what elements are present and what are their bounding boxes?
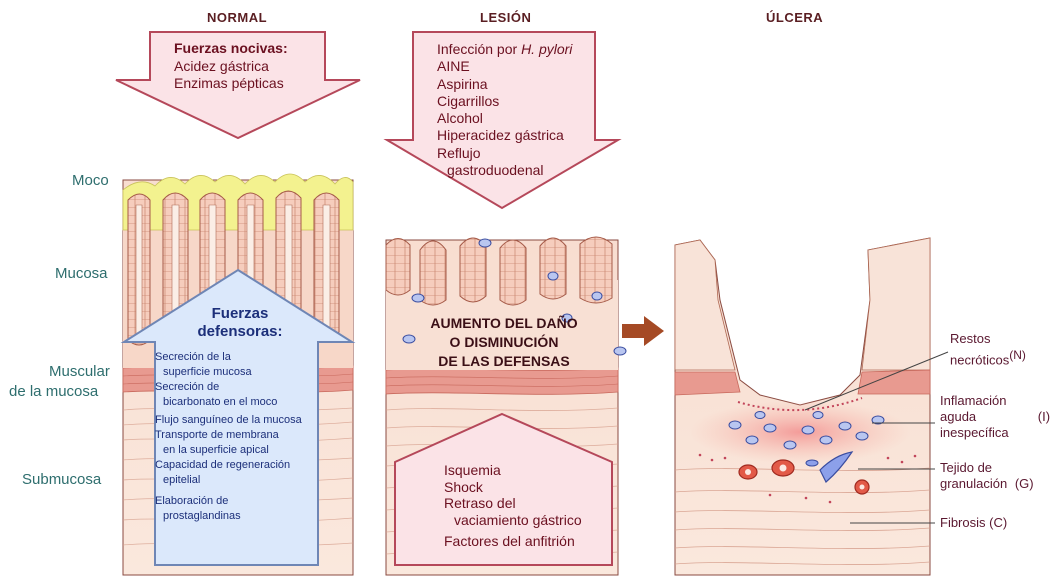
layer-label-muscular-2: de la mucosa xyxy=(9,382,110,402)
header-lesion: LESIÓN xyxy=(480,10,531,25)
fuerzas-defensoras-list: Secreción de la superficie mucosa Secrec… xyxy=(155,350,302,524)
transition-arrow xyxy=(622,316,664,346)
lesion-cause-item: Hiperacidez gástrica xyxy=(437,127,572,144)
fuerzas-nocivas-item: Enzimas pépticas xyxy=(174,75,288,93)
label-fibrosis: Fibrosis (C) xyxy=(940,515,1007,531)
layer-label-muscular-1: Muscular xyxy=(49,362,110,382)
header-normal: NORMAL xyxy=(207,10,267,25)
layer-label-moco: Moco xyxy=(72,171,109,191)
lesion-causes-text: Infección por H. pylori AINE Aspirina Ci… xyxy=(437,41,572,179)
fuerzas-nocivas-item: Acidez gástrica xyxy=(174,58,288,76)
lesion-cause-item: Reflujo xyxy=(437,145,572,162)
center-damage-text: AUMENTO DEL DAÑO O DISMINUCIÓN DE LAS DE… xyxy=(410,314,598,371)
label-inflamacion: Inflamación aguda (I) inespecífica xyxy=(940,393,1050,441)
label-restos-necroticos: Restos necróticos(N) xyxy=(950,331,1026,368)
label-tejido-granulacion: Tejido de granulación (G) xyxy=(940,460,1034,492)
lesion-cause-item: gastroduodenal xyxy=(447,162,572,179)
host-factors-text: Isquemia Shock Retraso del vaciamiento g… xyxy=(444,462,582,550)
layer-label-muscular: Muscular de la mucosa xyxy=(49,362,110,402)
lesion-cause-item: AINE xyxy=(437,58,572,75)
fuerzas-defensoras-title: Fuerzas defensoras: xyxy=(190,305,290,341)
layer-label-submucosa: Submucosa xyxy=(22,470,101,490)
ulcer-panel xyxy=(675,238,948,575)
fuerzas-nocivas-text: Fuerzas nocivas: Acidez gástrica Enzimas… xyxy=(174,40,288,93)
header-ulcera: ÚLCERA xyxy=(766,10,823,25)
fuerzas-nocivas-title: Fuerzas nocivas: xyxy=(174,40,288,58)
lesion-cause-hpylori: Infección por H. pylori xyxy=(437,41,572,58)
lesion-cause-item: Aspirina xyxy=(437,76,572,93)
hpylori-italic: H. pylori xyxy=(521,41,572,57)
layer-label-mucosa: Mucosa xyxy=(55,264,108,284)
lesion-cause-item: Cigarrillos xyxy=(437,93,572,110)
lesion-cause-item: Alcohol xyxy=(437,110,572,127)
